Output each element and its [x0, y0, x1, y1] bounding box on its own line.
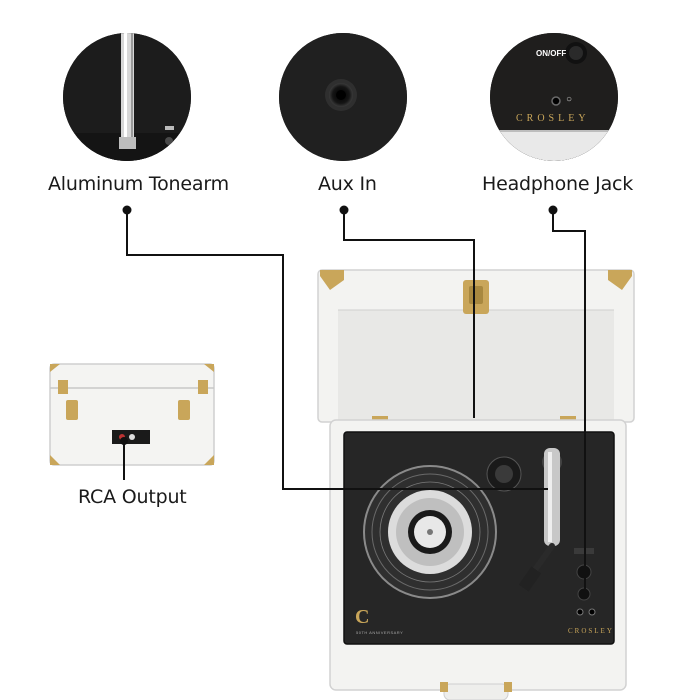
closed-case-side-view [49, 363, 215, 466]
crosley-deck-brand: CROSLEY [568, 627, 614, 635]
rca-label: RCA Output [78, 486, 187, 508]
onoff-label: ON/OFF [536, 49, 567, 58]
headphone-jack-closeup: ON/OFF ○ CROSLEY [490, 33, 618, 161]
open-turntable [317, 269, 635, 700]
headphone-label: Headphone Jack [482, 173, 634, 195]
anniversary-badge-letter: C [355, 606, 370, 628]
tonearm-label: Aluminum Tonearm [48, 173, 229, 195]
crosley-closeup-brand: CROSLEY [516, 113, 590, 124]
aux-label: Aux In [318, 173, 377, 195]
headphone-icon: ○ [566, 94, 573, 105]
anniversary-badge-text: 50TH ANNIVERSARY [356, 630, 404, 635]
tonearm-closeup [63, 33, 191, 161]
aux-jack-closeup [279, 33, 407, 161]
